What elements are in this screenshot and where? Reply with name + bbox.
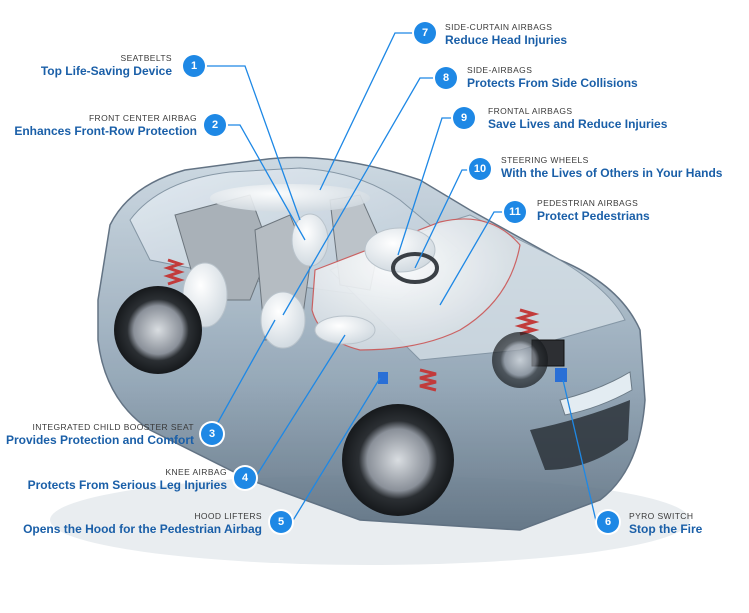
callout-benefit: Top Life-Saving Device (40, 64, 172, 78)
callout-steering-wheels: STEERING WHEELS With the Lives of Others… (501, 155, 722, 181)
callout-pyro-switch: PYRO SWITCH Stop the Fire (629, 511, 702, 537)
front-side-airbag (260, 291, 306, 349)
rear-wheel (114, 286, 202, 374)
callout-benefit: Stop the Fire (629, 522, 703, 536)
callout-category: PYRO SWITCH (629, 511, 694, 521)
callout-category: SEATBELTS (120, 53, 172, 63)
callout-benefit: Protect Pedestrians (537, 209, 650, 223)
callout-side-airbags: SIDE-AIRBAGS Protects From Side Collisio… (467, 65, 638, 91)
side-curtain-airbag (210, 184, 370, 212)
front-wheel (342, 404, 454, 516)
callout-benefit: Enhances Front-Row Protection (14, 124, 197, 138)
callout-number-badge: 8 (435, 67, 457, 89)
callout-number-badge: 5 (270, 511, 292, 533)
hood-lifter (378, 372, 388, 384)
callout-number-badge: 4 (234, 467, 256, 489)
callout-category: SIDE-AIRBAGS (467, 65, 533, 75)
callout-benefit: Provides Protection and Comfort (5, 433, 194, 447)
callout-category: INTEGRATED CHILD BOOSTER SEAT (32, 422, 194, 432)
suspension-spring-front (514, 308, 540, 336)
callout-seatbelts: SEATBELTS Top Life-Saving Device (20, 53, 172, 79)
center-airbag (291, 213, 329, 267)
callout-number-badge: 7 (414, 22, 436, 44)
callout-number-badge: 2 (204, 114, 226, 136)
callout-benefit: Protects From Side Collisions (467, 76, 638, 90)
callout-benefit: With the Lives of Others in Your Hands (501, 166, 723, 180)
callout-front-center-airbag: FRONT CENTER AIRBAG Enhances Front-Row P… (10, 113, 197, 139)
callout-hood-lifters: HOOD LIFTERS Opens the Hood for the Pede… (10, 511, 262, 537)
callout-benefit: Reduce Head Injuries (445, 33, 568, 47)
callout-number-badge: 10 (469, 158, 491, 180)
callout-category: STEERING WHEELS (501, 155, 589, 165)
callout-category: SIDE-CURTAIN AIRBAGS (445, 22, 553, 32)
callout-category: FRONTAL AIRBAGS (488, 106, 573, 116)
callout-number-badge: 11 (504, 201, 526, 223)
callout-benefit: Opens the Hood for the Pedestrian Airbag (23, 522, 262, 536)
callout-side-curtain-airbags: SIDE-CURTAIN AIRBAGS Reduce Head Injurie… (445, 22, 567, 48)
front-right-wheel (492, 332, 548, 388)
knee-airbag (314, 315, 376, 345)
callout-benefit: Save Lives and Reduce Injuries (488, 117, 668, 131)
callout-frontal-airbags: FRONTAL AIRBAGS Save Lives and Reduce In… (488, 106, 667, 132)
callout-benefit: Protects From Serious Leg Injuries (27, 478, 227, 492)
callout-number-badge: 9 (453, 107, 475, 129)
callout-category: FRONT CENTER AIRBAG (88, 113, 197, 123)
callout-category: PEDESTRIAN AIRBAGS (537, 198, 639, 208)
callout-knee-airbag: KNEE AIRBAG Protects From Serious Leg In… (20, 467, 227, 493)
headlight (559, 371, 633, 416)
callout-pedestrian-airbags: PEDESTRIAN AIRBAGS Protect Pedestrians (537, 198, 650, 224)
callout-number-badge: 1 (183, 55, 205, 77)
callout-category: HOOD LIFTERS (194, 511, 262, 521)
callout-child-booster-seat: INTEGRATED CHILD BOOSTER SEAT Provides P… (5, 422, 194, 448)
suspension-spring-rear (163, 258, 185, 286)
front-grille (530, 400, 630, 470)
pyro-switch (555, 368, 567, 382)
suspension-spring-front-left (419, 368, 437, 392)
callout-number-badge: 3 (201, 423, 223, 445)
steering-wheel (391, 252, 439, 284)
callout-category: KNEE AIRBAG (165, 467, 227, 477)
callout-number-badge: 6 (597, 511, 619, 533)
